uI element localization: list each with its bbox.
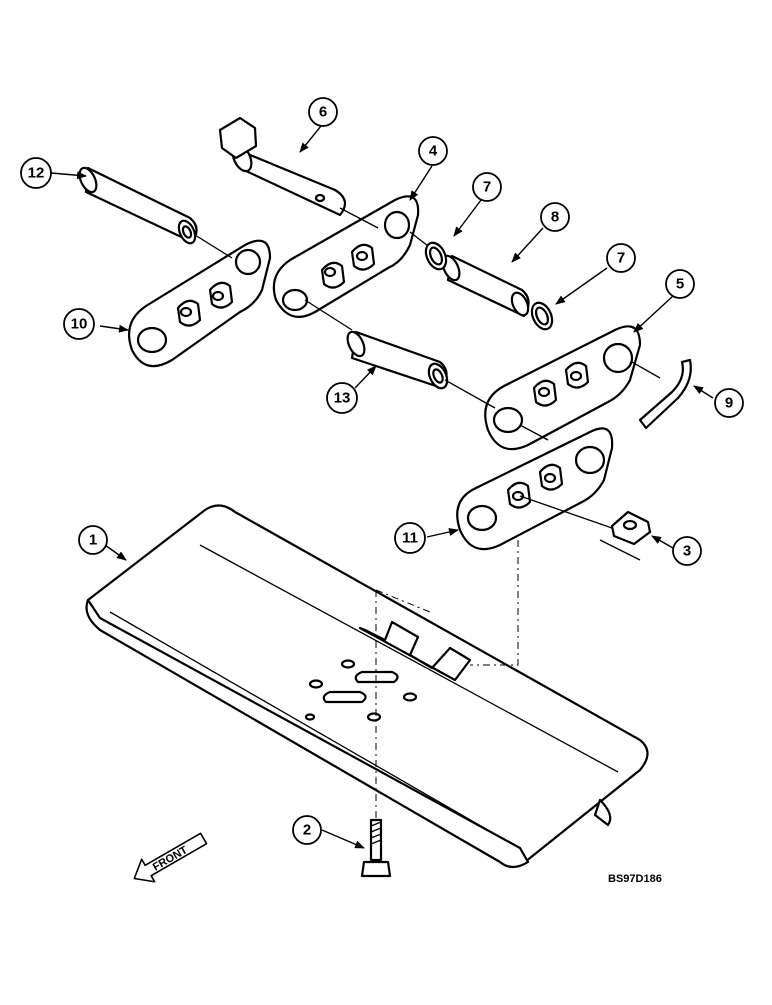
callout-6-label: 6	[319, 104, 327, 121]
bolt	[360, 818, 392, 878]
callout-2-label: 2	[303, 822, 311, 839]
callout-11: 11	[394, 522, 426, 554]
track-pin	[218, 116, 347, 217]
callout-7-lower-label: 7	[617, 250, 625, 267]
callout-3: 3	[672, 536, 702, 566]
callout-10: 10	[63, 308, 95, 340]
callout-8-label: 8	[551, 209, 559, 226]
front-direction-arrow: FRONT	[133, 832, 208, 883]
bushing-12	[78, 166, 198, 245]
callout-9-label: 9	[725, 395, 733, 412]
callout-12-label: 12	[28, 165, 45, 182]
callout-13: 13	[326, 382, 358, 414]
bushing-8	[441, 254, 530, 318]
track-link-4	[272, 195, 420, 318]
callout-1: 1	[78, 525, 108, 555]
front-label: FRONT	[151, 844, 190, 873]
track-shoe	[85, 504, 649, 869]
callout-12: 12	[20, 157, 52, 189]
callout-5: 5	[665, 269, 695, 299]
callout-10-label: 10	[71, 316, 88, 333]
seal-ring-upper	[424, 241, 448, 271]
alignment-lines	[194, 207, 661, 820]
callout-9: 9	[714, 388, 744, 418]
callout-7-upper-label: 7	[483, 179, 491, 196]
callout-4-label: 4	[429, 143, 438, 160]
retainer-pin	[638, 358, 692, 430]
track-link-5	[484, 325, 642, 451]
callout-11-label: 11	[402, 530, 418, 547]
callout-4: 4	[418, 136, 448, 166]
callout-1-label: 1	[89, 532, 97, 549]
callout-6: 6	[308, 97, 338, 127]
callout-7-upper: 7	[472, 172, 502, 202]
nut	[610, 510, 652, 546]
callout-5-label: 5	[676, 276, 684, 293]
drawing-code: BS97D186	[608, 873, 662, 885]
track-link-10	[128, 239, 272, 368]
seal-ring-lower	[530, 301, 554, 331]
track-link-11	[456, 427, 614, 551]
callout-8: 8	[540, 202, 570, 232]
callout-3-label: 3	[683, 543, 691, 560]
callout-7-lower: 7	[606, 243, 636, 273]
callout-2: 2	[292, 815, 322, 845]
bushing-13	[346, 330, 449, 390]
callout-13-label: 13	[334, 390, 351, 407]
leader-lines	[50, 125, 714, 849]
